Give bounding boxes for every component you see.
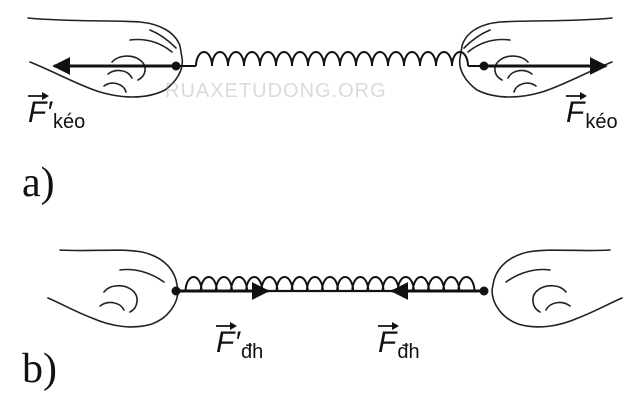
panel-b-hand-left [47, 249, 179, 328]
panel-b-point-left [171, 286, 181, 296]
panel-b-label: b) [22, 346, 57, 392]
panel-b-force-left-label: F′ đh [216, 322, 264, 363]
force-prime: ′ [234, 326, 240, 359]
panel-a-spring [195, 51, 469, 67]
vector-arrow-icon [28, 92, 49, 100]
force-subscript: đh [397, 341, 420, 363]
force-subscript: kéo [585, 111, 618, 133]
panel-b-point-right [479, 286, 489, 296]
force-subscript: đh [240, 341, 264, 363]
watermark: RUAXETUDONG.ORG [165, 80, 387, 102]
panel-a-force-left-label: F′ kéo [28, 92, 86, 133]
force-subscript: kéo [52, 111, 86, 133]
force-letter: F [28, 96, 47, 129]
vector-arrow-icon [216, 322, 237, 330]
panel-a-hand-right [458, 17, 613, 98]
vector-arrow-icon [378, 322, 399, 330]
panel-a-hand-left [27, 17, 184, 98]
panel-a-force-right-label: F kéo [566, 92, 618, 133]
panel-b-spring [184, 276, 476, 293]
vector-symbol: F [378, 322, 399, 359]
panel-b-hand-right [491, 249, 623, 328]
panel-a-point-right [479, 61, 489, 71]
panel-a-label: a) [22, 160, 55, 206]
panel-a-point-left [171, 61, 181, 71]
force-letter: F [378, 326, 397, 359]
vector-symbol: F′ [28, 92, 52, 129]
vector-symbol: F [566, 92, 587, 129]
vector-arrow-icon [566, 92, 587, 100]
force-letter: F [216, 326, 235, 359]
force-letter: F [566, 96, 585, 129]
panel-b-force-right-label: F đh [378, 322, 420, 363]
force-prime: ′ [46, 96, 52, 129]
vector-symbol: F′ [216, 322, 240, 359]
